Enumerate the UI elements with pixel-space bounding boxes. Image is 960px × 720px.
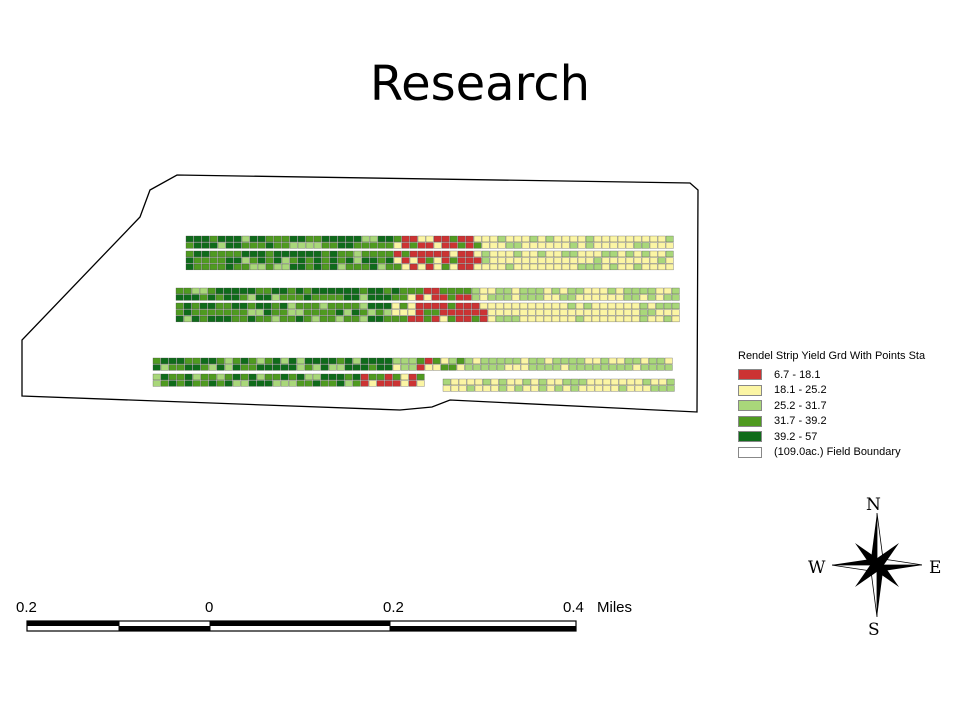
compass-rose-icon: [832, 512, 922, 618]
scale-label-1: 0: [205, 599, 214, 616]
legend-label: 39.2 - 57: [774, 430, 818, 443]
legend-item: (109.0ac.) Field Boundary: [738, 445, 960, 461]
compass-north-label: N: [866, 495, 881, 515]
legend-item: 6.7 - 18.1: [738, 367, 960, 383]
scale-label-3: 0.4: [563, 599, 584, 616]
legend-item: 39.2 - 57: [738, 429, 960, 445]
legend-label: 31.7 - 39.2: [774, 415, 827, 428]
legend-swatch: [738, 384, 762, 396]
legend-swatch: [738, 369, 762, 381]
compass-south-label: S: [868, 620, 880, 640]
legend-label: 6.7 - 18.1: [774, 368, 821, 381]
yield-strips: [152, 235, 680, 392]
scale-unit-label: Miles: [597, 599, 633, 616]
scale-bar: [26, 620, 577, 632]
legend-label: (109.0ac.) Field Boundary: [774, 446, 901, 459]
legend-swatch: [738, 415, 762, 427]
legend-title: Rendel Strip Yield Grd With Points Sta: [738, 350, 926, 362]
legend-label: 25.2 - 31.7: [774, 399, 827, 412]
scale-label-0: 0.2: [16, 599, 37, 616]
legend-item: 18.1 - 25.2: [738, 383, 960, 399]
compass-east-label: E: [929, 558, 942, 578]
legend-swatch: [738, 431, 762, 443]
map-legend: Rendel Strip Yield Grd With Points Sta 6…: [738, 350, 960, 460]
legend-label: 18.1 - 25.2: [774, 384, 827, 397]
slide-title: Research: [369, 56, 591, 112]
legend-swatch: [738, 446, 762, 458]
compass-west-label: W: [808, 558, 826, 578]
legend-item: 25.2 - 31.7: [738, 398, 960, 414]
legend-item: 31.7 - 39.2: [738, 414, 960, 430]
scale-label-2: 0.2: [383, 599, 404, 616]
legend-swatch: [738, 400, 762, 412]
